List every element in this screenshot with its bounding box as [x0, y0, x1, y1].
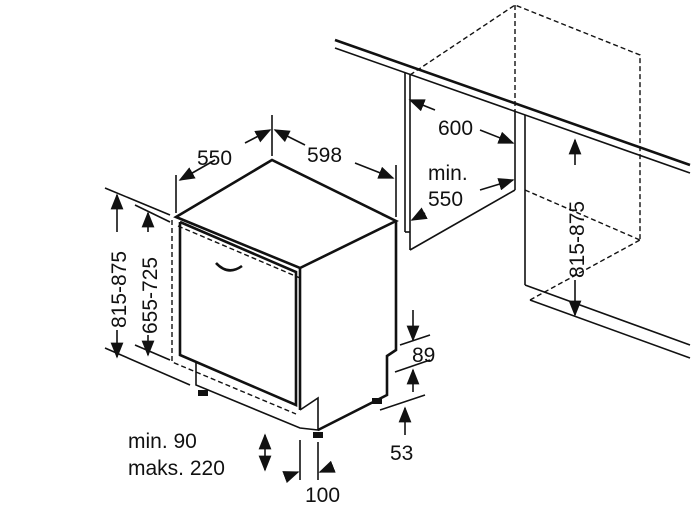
label-foot-height: 53	[390, 442, 413, 465]
dishwasher-body	[171, 158, 399, 438]
label-plinth-depth: 100	[305, 484, 340, 507]
label-plinth-height: 89	[412, 344, 435, 367]
label-plinth-max: maks. 220	[128, 457, 225, 480]
dimension-lines	[104, 99, 582, 484]
label-niche-depth-min: min.	[428, 162, 468, 185]
label-niche-height: 815-875	[566, 201, 589, 278]
label-depth: 550	[197, 147, 232, 170]
cabinet-niche	[334, 4, 691, 359]
foot-icon	[313, 432, 323, 438]
foot-icon	[198, 390, 208, 396]
foot-icon	[372, 398, 382, 404]
label-height-door: 655-725	[139, 257, 162, 334]
label-plinth-min: min. 90	[128, 430, 197, 453]
label-width: 598	[307, 144, 342, 167]
door-handle-icon	[215, 262, 243, 272]
label-height-total: 815-875	[108, 251, 131, 328]
label-niche-width: 600	[438, 117, 473, 140]
label-niche-depth: 550	[428, 188, 463, 211]
